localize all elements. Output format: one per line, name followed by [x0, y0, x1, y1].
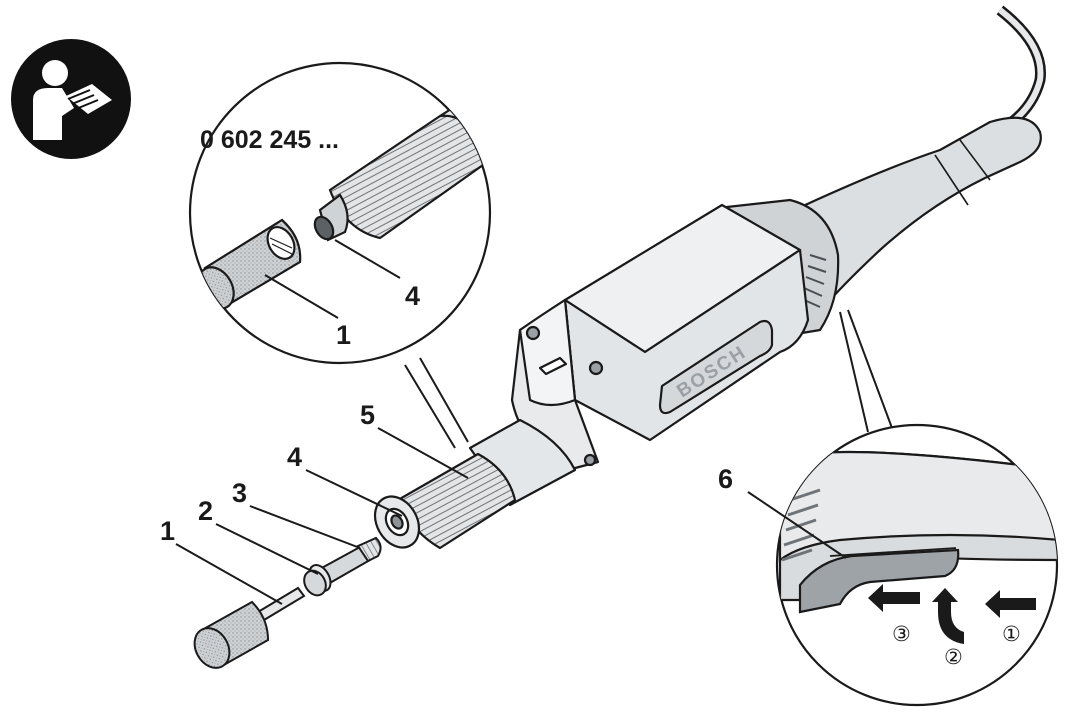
- step-1-label: ①: [1002, 622, 1021, 646]
- clamping-collet: [303, 569, 327, 597]
- brand-plate: [658, 319, 774, 415]
- model-number: 0 602 245 ...: [200, 126, 339, 154]
- callout-6: 6: [718, 464, 733, 494]
- vent-ribs: [781, 488, 821, 562]
- callout-4: 4: [287, 442, 302, 472]
- switch-inset: 6 ① ② ③: [718, 309, 1059, 707]
- callout-2: 2: [198, 496, 213, 526]
- arrow-step-3: [868, 584, 920, 612]
- straight-grinder: BOSCH: [373, 116, 1042, 550]
- arrow-step-1: [985, 590, 1036, 618]
- step-3-label: ③: [892, 622, 911, 646]
- step-2-label: ②: [944, 645, 963, 669]
- callout-5: 5: [360, 400, 375, 430]
- main-callouts: [175, 427, 469, 605]
- detail-circle: 0 602 245 ... 1 4: [188, 61, 492, 449]
- slide-switch: [798, 548, 960, 614]
- callout-3: 3: [232, 478, 247, 508]
- grinding-point: [193, 586, 306, 669]
- vent-slots: [801, 254, 827, 308]
- callout-1: 1: [160, 516, 175, 546]
- arrow-step-2: [932, 588, 964, 644]
- callout-1-detail: 1: [336, 320, 351, 350]
- read-manual-icon: [11, 39, 131, 159]
- callout-4-detail: 4: [405, 281, 420, 311]
